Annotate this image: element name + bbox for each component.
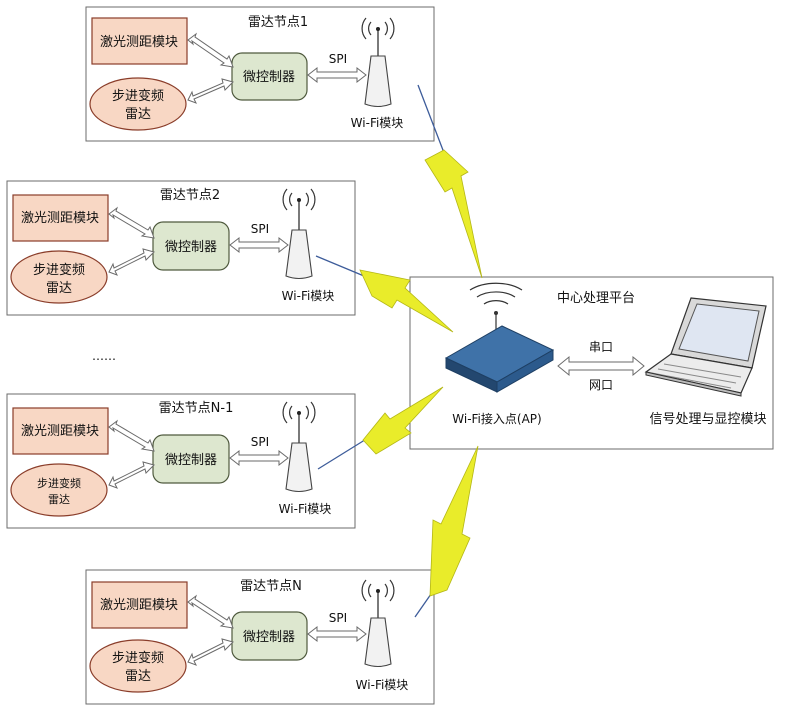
- laser-mcu-arrow: [108, 419, 155, 452]
- laser-mcu-arrow: [187, 594, 234, 629]
- radar-label-line2: 雷达: [48, 493, 70, 506]
- radar-mcu-arrow: [187, 638, 234, 666]
- radar-label-line1: 步进变频: [112, 88, 164, 104]
- node-title: 雷达节点2: [160, 188, 220, 203]
- spi-arrow: [307, 66, 367, 84]
- wireless-link-node-2: [315, 255, 454, 333]
- stepped-frequency-radar: [10, 463, 108, 517]
- laser-ranging-module: [91, 17, 188, 65]
- laser-label: 激光测距模块: [100, 35, 178, 50]
- node-title: 雷达节点1: [248, 15, 308, 30]
- wifi-module-icon: [361, 579, 395, 668]
- microcontroller: [231, 611, 308, 661]
- node-title: 雷达节点N: [240, 579, 302, 594]
- radar-label-line2: 雷达: [46, 281, 72, 296]
- radar-node-2: 雷达节点2 激光测距模块 步进变频 雷达 微控制器 SPI Wi-Fi模块: [6, 180, 356, 316]
- spi-arrow: [229, 236, 289, 254]
- spi-label: SPI: [251, 435, 269, 449]
- radar-label-line1: 步进变频: [37, 476, 81, 490]
- microcontroller: [152, 434, 230, 484]
- laser-label: 激光测距模块: [100, 598, 178, 613]
- mcu-label: 微控制器: [165, 240, 217, 255]
- center-title: 中心处理平台: [557, 291, 635, 306]
- wifi-module-icon: [282, 188, 316, 280]
- radar-label-line2: 雷达: [125, 107, 151, 122]
- stepped-frequency-radar: [89, 639, 187, 693]
- spi-label: SPI: [251, 222, 269, 236]
- ap-laptop-arrow: [557, 355, 645, 377]
- wifi-module-label: Wi-Fi模块: [351, 116, 404, 130]
- microcontroller: [152, 221, 230, 271]
- serial-port-label: 串口: [589, 340, 613, 354]
- wifi-module-icon: [361, 17, 395, 108]
- spi-label: SPI: [329, 611, 347, 625]
- laser-label: 激光测距模块: [21, 424, 99, 439]
- laptop-icon: [644, 297, 767, 397]
- laser-ranging-module: [12, 407, 109, 455]
- radar-mcu-arrow: [108, 461, 155, 489]
- wireless-link-node-1: [417, 84, 483, 279]
- node-title: 雷达节点N-1: [159, 401, 234, 416]
- stepped-frequency-radar: [89, 77, 187, 131]
- network-port-label: 网口: [589, 378, 613, 392]
- wifi-module-label: Wi-Fi模块: [356, 678, 409, 692]
- wifi-access-point-router: [444, 325, 555, 393]
- laser-label: 激光测距模块: [21, 211, 99, 226]
- laser-ranging-module: [91, 581, 188, 629]
- microcontroller: [231, 52, 308, 101]
- radar-mcu-arrow: [187, 78, 234, 104]
- laser-mcu-arrow: [108, 206, 155, 239]
- wifi-module-label: Wi-Fi模块: [279, 502, 332, 516]
- spi-arrow: [307, 625, 367, 643]
- ap-label: Wi-Fi接入点(AP): [452, 411, 541, 426]
- laser-mcu-arrow: [187, 32, 234, 68]
- mcu-label: 微控制器: [165, 453, 217, 468]
- radar-node-n-minus-1: 雷达节点N-1 激光测距模块 步进变频 雷达 微控制器 SPI Wi-Fi模块: [6, 393, 356, 529]
- wifi-module-label: Wi-Fi模块: [282, 289, 335, 303]
- radar-label-line1: 步进变频: [112, 650, 164, 666]
- spi-label: SPI: [329, 52, 347, 66]
- spi-arrow: [229, 449, 289, 467]
- mcu-label: 微控制器: [243, 70, 295, 85]
- center-processing-platform: 中心处理平台 Wi-Fi接入点(AP) 串口 网口 信号处理与显控模: [409, 276, 774, 450]
- ap-signal-icon: [469, 282, 523, 330]
- stepped-frequency-radar: [10, 250, 108, 304]
- radar-node-n: 雷达节点N 激光测距模块 步进变频 雷达 微控制器 SPI Wi-Fi模块: [85, 569, 435, 705]
- radar-mcu-arrow: [108, 248, 155, 276]
- wireless-link-node-n-minus-1: [317, 386, 444, 470]
- radar-label-line2: 雷达: [125, 669, 151, 684]
- radar-node-1: 雷达节点1 激光测距模块 步进变频 雷达 微控制器 SPI Wi-Fi模块: [85, 6, 435, 142]
- radar-label-line1: 步进变频: [33, 262, 85, 278]
- wireless-link-node-n: [414, 445, 479, 618]
- wifi-module-icon: [282, 401, 316, 493]
- mcu-label: 微控制器: [243, 630, 295, 645]
- more-nodes-ellipsis: ……: [92, 349, 116, 363]
- laptop-label: 信号处理与显控模块: [649, 412, 766, 427]
- laser-ranging-module: [12, 194, 109, 242]
